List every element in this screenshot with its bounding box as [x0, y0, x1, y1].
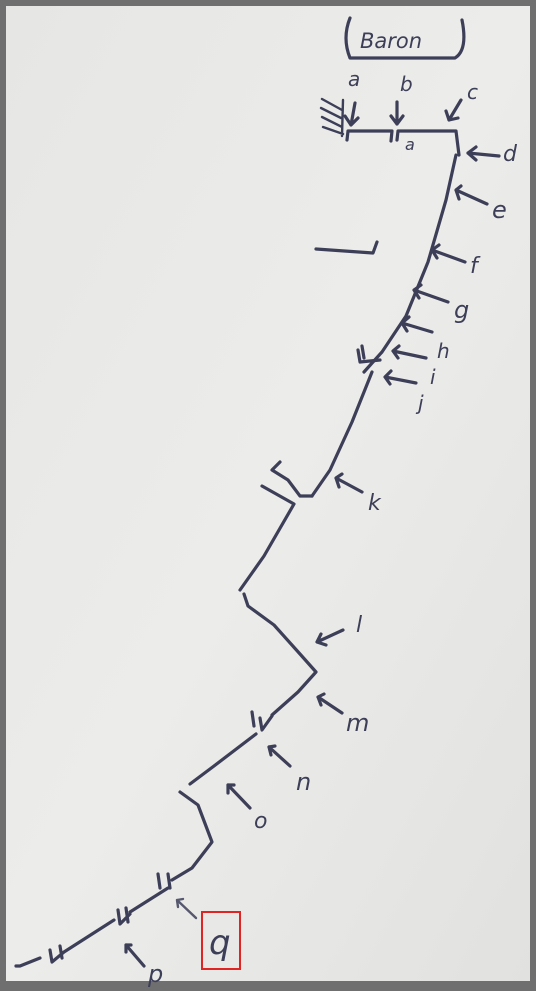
- top-bar-right: [395, 129, 461, 157]
- label-i: i: [430, 365, 436, 389]
- diagram-title: Baron: [360, 29, 422, 53]
- arrow-q: [175, 897, 198, 920]
- arrow-l: [315, 628, 345, 647]
- notch-h: [356, 344, 382, 364]
- label-h: h: [437, 339, 450, 363]
- arrow-n: [267, 744, 292, 768]
- arrow-p: [124, 943, 146, 968]
- segment-p: [116, 886, 170, 926]
- paper-sheet: [6, 6, 530, 981]
- label-p: p: [147, 960, 163, 988]
- top-bar: [345, 129, 394, 143]
- segment-n: [188, 732, 258, 786]
- notch-o: [156, 872, 172, 890]
- label-g: g: [454, 296, 469, 324]
- floating-bracket: [314, 240, 379, 255]
- arrow-j: [383, 369, 418, 386]
- label-q-highlighted: q: [209, 923, 231, 963]
- arrow-i: [391, 344, 428, 360]
- arrow-e: [454, 184, 489, 206]
- label-f: f: [470, 254, 481, 279]
- label-e: e: [492, 196, 507, 224]
- label-a: a: [348, 67, 360, 91]
- label-j: j: [415, 391, 424, 415]
- arrow-m: [316, 692, 344, 715]
- zigzag-kl: [238, 484, 296, 592]
- label-b: b: [400, 72, 413, 96]
- title-bubble: [344, 16, 466, 60]
- arrow-h: [400, 315, 434, 334]
- arrow-a: [343, 101, 360, 127]
- label-l: l: [356, 613, 362, 638]
- bracket-k: [270, 460, 314, 498]
- label-k: k: [368, 491, 382, 516]
- arrow-d: [466, 145, 501, 162]
- segment-o: [170, 790, 214, 882]
- inner-label-a: a: [405, 135, 415, 154]
- arrow-f: [430, 243, 467, 264]
- hatch-mark: [319, 97, 345, 138]
- main-path-middle: [310, 370, 374, 498]
- highlight-box-q: [201, 911, 241, 970]
- label-m: m: [346, 709, 369, 737]
- arrow-b: [389, 100, 405, 126]
- arrow-o: [226, 783, 252, 810]
- notch-m: [250, 710, 274, 732]
- arrow-k: [334, 472, 364, 494]
- label-o: o: [254, 809, 267, 834]
- label-d: d: [503, 142, 518, 167]
- arrow-g: [412, 283, 450, 304]
- segment-l: [242, 592, 318, 717]
- label-c: c: [467, 80, 478, 104]
- arrow-c: [444, 98, 463, 122]
- segment-tail: [14, 918, 116, 968]
- label-n: n: [296, 768, 311, 796]
